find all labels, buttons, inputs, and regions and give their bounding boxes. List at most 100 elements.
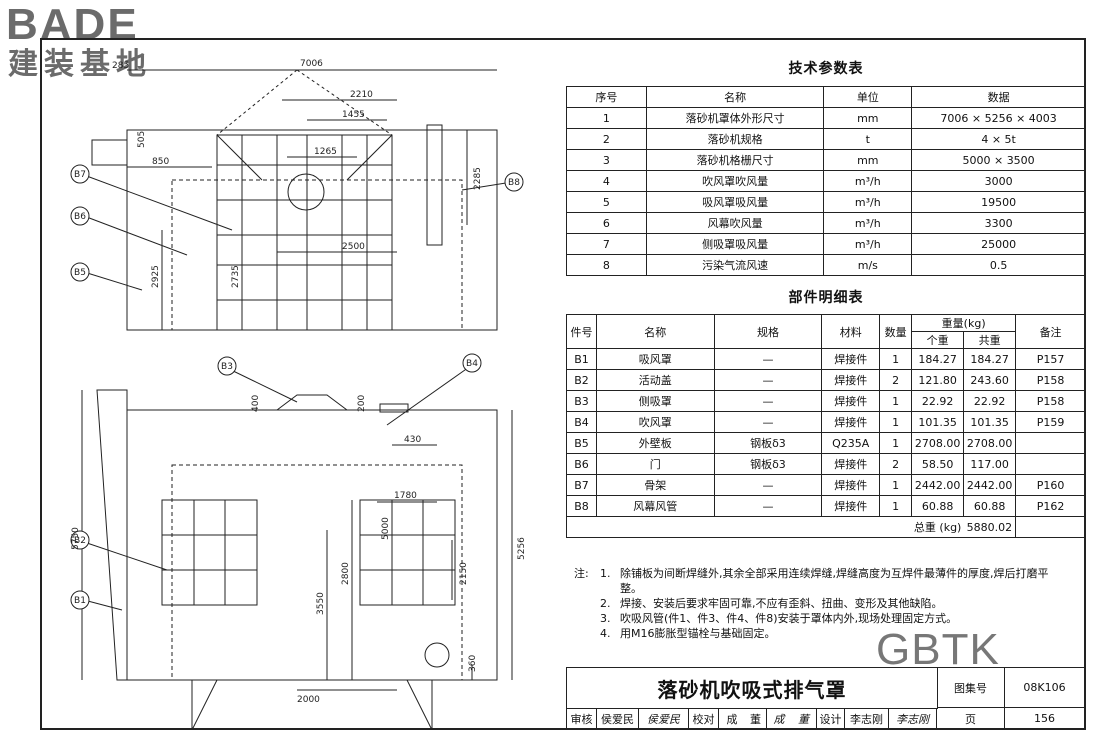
sign-cell: 侯爱民 xyxy=(597,708,639,730)
balloon-b6 xyxy=(70,206,90,226)
table-cell: 184.27 xyxy=(911,348,965,370)
table-cell: 1 xyxy=(879,432,913,454)
note-text: 焊接、安装后要求牢固可靠,不应有歪斜、扭曲、变形及其他缺陷。 xyxy=(620,597,943,610)
atlas-label: 图集号 xyxy=(937,668,1005,708)
table-cell: 侧吸罩 xyxy=(595,390,715,412)
title-block: 落砂机吹吸式排气罩 图集号 08K106 审核 侯爱民 侯爱民 校对 成 董 成… xyxy=(566,667,1086,730)
balloon-label: B4 xyxy=(466,359,478,369)
table-cell: 101.35 xyxy=(963,411,1017,433)
table-cell xyxy=(1015,432,1086,454)
table-cell: 6 xyxy=(566,212,647,234)
table-cell: B8 xyxy=(566,495,597,517)
table-cell: 1 xyxy=(879,474,913,496)
table-cell: P158 xyxy=(1015,369,1086,391)
col-header: 备注 xyxy=(1015,314,1086,349)
table-cell: 吸风罩吸风量 xyxy=(645,191,825,213)
gbtk-watermark: GBTK xyxy=(876,625,1000,674)
balloon-label: B8 xyxy=(508,178,520,188)
table-header-row: 个重 共重 xyxy=(567,331,1086,349)
table-cell: 4 × 5t xyxy=(911,128,1086,150)
table-cell: 121.80 xyxy=(911,369,965,391)
dim-label: 2285 xyxy=(473,167,483,190)
table-cell: B5 xyxy=(566,432,597,454)
total-value: 5880.02 xyxy=(963,516,1017,538)
dim-label: 505 xyxy=(137,131,147,148)
signature: 成 xyxy=(767,708,791,730)
table-cell: P159 xyxy=(1015,411,1086,433)
table-cell: P158 xyxy=(1015,390,1086,412)
col-header: 规格 xyxy=(713,314,823,349)
table-cell: — xyxy=(713,348,823,370)
total-row: 总重 (kg) 5880.02 xyxy=(565,516,1086,538)
note-number: 2. xyxy=(600,597,611,610)
table-cell: 落砂机格栅尺寸 xyxy=(645,149,825,171)
atlas-number: 08K106 xyxy=(1005,668,1085,708)
dim-label: 7006 xyxy=(300,59,323,69)
table-cell: 2 xyxy=(879,369,913,391)
table-cell: 2 xyxy=(879,453,913,475)
table-cell: B2 xyxy=(566,369,597,391)
col-header: 数量 xyxy=(879,314,913,349)
balloon-label: B3 xyxy=(221,362,233,372)
dim-label: 400 xyxy=(251,395,261,412)
table-cell: 1 xyxy=(879,411,913,433)
dim-label: 2800 xyxy=(341,562,351,585)
table-cell: 22.92 xyxy=(911,390,965,412)
table-cell: 1 xyxy=(879,495,913,517)
table-cell: 8 xyxy=(566,254,647,276)
table-cell: P160 xyxy=(1015,474,1086,496)
balloon-b1 xyxy=(70,590,90,610)
dim-label: 2735 xyxy=(231,265,241,288)
balloon-b8 xyxy=(504,172,524,192)
logo-subtitle: 建装基地 xyxy=(8,47,152,82)
table-cell: 5 xyxy=(566,191,647,213)
table-cell: 吹风罩吹风量 xyxy=(645,170,825,192)
front-view-outline xyxy=(126,409,498,681)
note-number: 1. xyxy=(600,567,611,580)
table-cell: mm xyxy=(823,149,913,171)
table-cell: 2708.00 xyxy=(911,432,965,454)
table-cell: 1 xyxy=(879,390,913,412)
table-cell: 焊接件 xyxy=(821,390,881,412)
col-header: 共重 xyxy=(963,331,1017,349)
table-cell: 污染气流风速 xyxy=(645,254,825,276)
drawing-title: 落砂机吹吸式排气罩 xyxy=(567,668,938,709)
table-cell: 243.60 xyxy=(963,369,1017,391)
table-cell: 焊接件 xyxy=(821,474,881,496)
table-cell: 风幕吹风量 xyxy=(645,212,825,234)
table-cell: 5000 × 3500 xyxy=(911,149,1086,171)
sign-cell: 设计 xyxy=(817,708,845,730)
table-cell: 117.00 xyxy=(963,453,1017,475)
dim-label: 430 xyxy=(404,435,421,445)
table-cell: 101.35 xyxy=(911,411,965,433)
table-cell: 焊接件 xyxy=(821,348,881,370)
table-cell: 焊接件 xyxy=(821,369,881,391)
table-cell: 19500 xyxy=(911,191,1086,213)
sign-cell: 校对 xyxy=(689,708,719,730)
notes-label: 注: xyxy=(574,567,589,580)
sign-cell: 董 xyxy=(745,708,767,730)
note-number: 3. xyxy=(600,612,611,625)
balloon-b3 xyxy=(217,356,237,376)
table-cell: m/s xyxy=(823,254,913,276)
dim-label: 200 xyxy=(357,395,367,412)
table-cell: B4 xyxy=(566,411,597,433)
table-cell: 1 xyxy=(566,107,647,129)
table-cell: Q235A xyxy=(821,432,881,454)
signature: 董 xyxy=(791,708,817,730)
col-header: 序号 xyxy=(566,86,647,108)
note-text: 用M16膨胀型锚栓与基础固定。 xyxy=(620,627,776,640)
table-cell: 吹风罩 xyxy=(595,411,715,433)
table-cell: 0.5 xyxy=(911,254,1086,276)
